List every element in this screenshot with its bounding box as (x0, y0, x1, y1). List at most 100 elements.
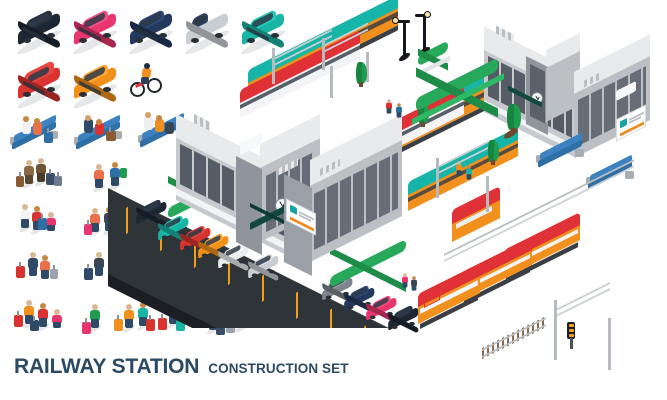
passenger (26, 252, 40, 278)
luggage-suitcase (38, 214, 47, 230)
bench-leg (49, 131, 58, 139)
bench-with-passengers[interactable] (72, 114, 126, 150)
signal-light (568, 324, 574, 327)
passenger-torso (90, 214, 100, 224)
street-lamp[interactable] (392, 14, 418, 63)
passenger-head (92, 304, 98, 310)
hedge-row[interactable] (412, 57, 526, 125)
tree[interactable] (484, 140, 502, 170)
passenger-head (26, 160, 32, 166)
parked-car-silver[interactable] (245, 252, 282, 282)
car-coupe-teal[interactable] (238, 8, 290, 58)
passenger-torso (124, 310, 134, 320)
seated-passenger (155, 119, 164, 132)
passenger-torso (24, 166, 34, 176)
lamp-arm (395, 20, 410, 23)
parked-car-black-2[interactable] (385, 304, 422, 334)
page-title: RAILWAY STATION (14, 355, 200, 378)
passenger-head (96, 119, 102, 125)
car-sedan-black[interactable] (14, 8, 66, 58)
passenger-legs (47, 225, 55, 231)
luggage-suitcase (44, 128, 53, 143)
track-segment[interactable] (482, 316, 572, 374)
car-wheel (47, 87, 55, 92)
catenary-gantry[interactable] (432, 141, 502, 212)
passenger-head (34, 118, 40, 124)
signal-light (568, 329, 574, 332)
passenger-legs (111, 177, 119, 186)
luggage-suitcase (82, 318, 91, 334)
car-sedan-navy[interactable] (126, 8, 178, 58)
passenger (395, 103, 403, 119)
passenger-torso (138, 308, 148, 318)
passenger-torso (36, 164, 46, 174)
lamp-pole (423, 16, 426, 50)
tree-trunk (491, 160, 495, 165)
cyclist-legs (141, 77, 149, 84)
passenger (455, 161, 463, 177)
seated-passenger (84, 119, 93, 133)
tree-trunk (359, 82, 363, 87)
passenger-torso (94, 258, 104, 268)
bicycle-wheel (147, 78, 162, 93)
parked-car-white[interactable] (215, 242, 252, 272)
passenger (18, 204, 32, 234)
tree-crown-shade (488, 140, 494, 162)
passenger-torso (46, 218, 56, 226)
luggage-suitcase (106, 127, 116, 141)
passenger (92, 252, 106, 278)
car-wheel (47, 33, 55, 38)
street-lamp[interactable] (412, 8, 438, 57)
seated-passenger (165, 122, 174, 134)
lamp-globe (392, 17, 399, 24)
passenger-legs (53, 322, 61, 328)
passenger (22, 300, 36, 330)
platform-bench[interactable] (534, 132, 588, 168)
passenger (92, 164, 106, 194)
passenger-head (30, 252, 36, 258)
catenary-gantry[interactable] (318, 22, 388, 82)
passenger (410, 276, 418, 292)
passenger-head (85, 115, 91, 121)
secondary-station-building[interactable] (484, 14, 664, 174)
car-taxi-orange[interactable] (70, 62, 122, 112)
passenger (88, 208, 102, 238)
car-suv-red[interactable] (14, 59, 66, 112)
luggage-suitcase (46, 169, 55, 185)
catenary-gantry-pylon[interactable] (546, 282, 656, 372)
hedge-planter[interactable] (416, 40, 458, 78)
bench-with-passengers[interactable] (8, 114, 62, 150)
car-wheel (103, 87, 111, 92)
passenger (34, 158, 48, 188)
passenger-head (38, 158, 44, 164)
tree-crown-shade (356, 62, 362, 84)
passenger-legs (37, 173, 45, 182)
luggage-suitcase (54, 172, 62, 186)
passenger (108, 162, 122, 192)
tree[interactable] (502, 104, 526, 144)
passenger-head (140, 302, 146, 308)
passenger-head (42, 255, 48, 261)
signal-post[interactable] (566, 322, 576, 350)
luggage-suitcase (158, 314, 167, 330)
car-pickup-silver[interactable] (182, 11, 234, 58)
parked-car-black[interactable] (133, 198, 170, 228)
passenger-legs (25, 315, 33, 324)
car-wheel (215, 33, 223, 38)
passenger-legs (33, 221, 41, 230)
passenger-child (44, 212, 58, 231)
passenger-legs (95, 267, 103, 276)
tree-crown (488, 140, 499, 162)
tree[interactable] (352, 62, 370, 92)
cyclist-helmet (144, 63, 150, 69)
passenger (122, 304, 136, 334)
passenger-legs (29, 267, 37, 276)
car-sedan-pink[interactable] (70, 8, 122, 58)
cyclist-with-bicycle[interactable] (130, 62, 164, 102)
title-block: RAILWAY STATION CONSTRUCTION SET (14, 355, 349, 379)
passenger-torso (28, 258, 38, 268)
catenary-gantry[interactable] (268, 29, 348, 98)
passenger-head (34, 206, 40, 212)
parked-car-orange[interactable] (195, 232, 232, 262)
